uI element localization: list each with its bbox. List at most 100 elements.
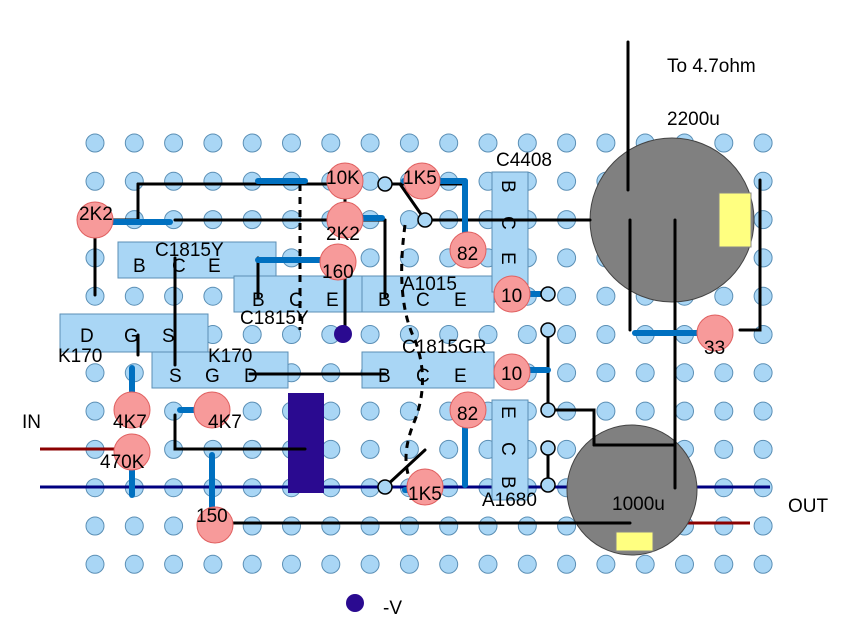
board-hole [714, 363, 734, 383]
board-hole [282, 554, 301, 574]
board-hole [557, 133, 577, 153]
board-hole [753, 171, 773, 191]
board-hole [124, 133, 144, 153]
board-hole [517, 554, 537, 574]
board-hole [85, 554, 105, 574]
board-hole [321, 133, 341, 153]
board-hole [478, 554, 498, 574]
c1815y-1-pin-b: B [133, 256, 146, 277]
capacitor-1000u-mark [615, 531, 654, 552]
board-hole [439, 439, 459, 459]
resistor-4k7-left [113, 391, 151, 429]
board-hole [85, 516, 105, 536]
resistor-10k-label: 10K [326, 168, 360, 189]
board-hole [714, 401, 734, 421]
k170-1-label: K170 [58, 346, 102, 367]
resistor-10-bot-label: 10 [501, 364, 522, 385]
board-hole [714, 439, 734, 459]
c1815y-1-pin-c: C [172, 256, 186, 277]
board-hole [596, 401, 616, 421]
resistor-4k7-left-label: 4K7 [113, 412, 147, 433]
board-hole [557, 171, 577, 191]
board-hole [242, 554, 262, 574]
resistor-4k7-mid-label: 4K7 [208, 412, 242, 433]
board-hole [478, 516, 498, 536]
c4408-body [491, 171, 529, 293]
k170-1-pin-d: D [80, 326, 94, 347]
top-label: To 4.7ohm [667, 56, 756, 77]
c4408-pin-c: C [497, 216, 518, 230]
board-hole [85, 133, 105, 153]
board-hole [714, 133, 734, 153]
resistor-10-bot [493, 353, 531, 391]
minus-v-dot-legend [346, 594, 364, 612]
k170-2-pin-g: G [205, 366, 220, 387]
board-hole [399, 325, 419, 344]
board-hole [596, 133, 616, 153]
board-hole [124, 554, 144, 574]
board-hole [517, 133, 537, 153]
board-hole [714, 286, 734, 306]
board-hole [753, 439, 773, 459]
board-hole [85, 363, 105, 383]
a1680-pin-e: E [497, 406, 518, 419]
board-hole [203, 286, 223, 306]
resistor-33-label: 33 [704, 338, 725, 359]
board-hole [124, 171, 144, 191]
board-hole [753, 248, 773, 268]
c1815y-1-label: C1815Y [155, 240, 224, 261]
board-hole [753, 554, 773, 574]
resistor-82-top-label: 82 [457, 244, 478, 265]
a1015-pin-b: B [378, 290, 391, 311]
board-hole [596, 554, 616, 574]
board-hole [399, 554, 419, 574]
c1815gr-body [361, 351, 495, 389]
c1815y-2-pin-e: E [326, 290, 339, 311]
c1815gr-pin-c: C [416, 366, 430, 387]
board-hole [753, 363, 773, 383]
board-hole [557, 554, 577, 574]
resistor-2k2-mid [326, 201, 364, 239]
c1815y-2-label: C1815Y [240, 308, 309, 329]
in-label: IN [22, 412, 41, 433]
board-hole [753, 286, 773, 306]
resistor-82-top [449, 231, 487, 269]
board-hole [321, 401, 341, 421]
board-hole [675, 363, 694, 383]
board-hole [399, 133, 419, 153]
board-hole [557, 325, 577, 344]
board-hole [360, 133, 380, 153]
board-hole [399, 210, 419, 230]
dashed-wires [298, 184, 424, 481]
board-hole [203, 133, 223, 153]
board-hole [399, 439, 419, 459]
board-hole [439, 133, 459, 153]
capacitor-1000u-label: 1000u [612, 494, 665, 515]
board-hole [675, 401, 694, 421]
board-hole [596, 363, 616, 383]
c1815y-2-pin-c: C [289, 290, 303, 311]
board-hole [282, 133, 301, 153]
resistor-10-top-label: 10 [501, 286, 522, 307]
c1815gr-pin-e: E [454, 366, 467, 387]
k170-1-pin-g: G [124, 326, 139, 347]
board-hole [714, 516, 734, 536]
board-hole [85, 401, 105, 421]
board-hole [517, 516, 537, 536]
board-hole [360, 401, 380, 421]
minus-v-dot-board [334, 325, 352, 343]
a1680-body [491, 399, 529, 501]
c4408-pin-e: E [497, 252, 518, 265]
board-hole [596, 286, 616, 306]
c1815y-1-pin-e: E [208, 256, 221, 277]
c4408-label: C4408 [496, 150, 552, 171]
board-hole [164, 171, 184, 191]
capacitor-2200u-label: 2200u [667, 109, 720, 130]
board-hole [321, 439, 341, 459]
resistor-1k5-top-label: 1K5 [403, 168, 437, 189]
c1815y-2-pin-b: B [252, 290, 265, 311]
c1815y-1-body [117, 241, 277, 279]
k170-1-pin-s: S [162, 326, 175, 347]
